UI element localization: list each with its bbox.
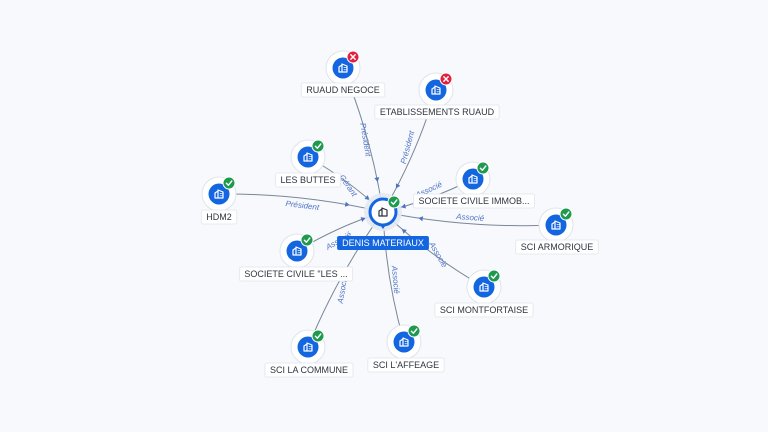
nodes-layer: RUAUD NEGOCE ETABLISSEMENTS RUAUD LES BUTT… (200, 50, 599, 378)
building-icon (303, 342, 313, 352)
node-core (297, 146, 319, 168)
node-etablissements-ruaud[interactable]: ETABLISSEMENTS RUAUD (374, 72, 500, 120)
building-icon (551, 220, 561, 230)
node-core (425, 79, 447, 101)
node-label-text: LES BUTTES (280, 175, 335, 185)
edge-arrow (395, 183, 401, 189)
node-label: ETABLISSEMENTS RUAUD (374, 104, 500, 120)
node-societe-civile-les[interactable]: SOCIETE CIVILE "LES ... (238, 233, 354, 282)
node-label-text: SCI LA COMMUNE (270, 365, 348, 375)
building-icon (431, 85, 441, 95)
node-label-text: RUAUD NEGOCE (306, 85, 380, 95)
edge-label: Associé (455, 212, 485, 223)
node-societe-civile-immob[interactable]: SOCIETE CIVILE IMMOB... (413, 161, 535, 209)
node-label-text: SCI MONTFORTAISE (440, 305, 528, 315)
status-active-icon (387, 195, 401, 209)
status-active-icon (559, 207, 573, 221)
edge-arrow (418, 216, 424, 222)
node-core (332, 57, 354, 79)
node-label-text: ETABLISSEMENTS RUAUD (380, 107, 495, 117)
node-sci-la-commune[interactable]: SCI LA COMMUNE (264, 329, 354, 378)
node-sci-laffeage[interactable]: SCI L'AFFEAGE (367, 324, 445, 373)
node-ruaud-negoce[interactable]: RUAUD NEGOCE (300, 50, 386, 98)
center-node[interactable]: DENIS MATERIAUX (337, 193, 429, 250)
node-label: SOCIETE CIVILE "LES ... (238, 266, 354, 282)
node-label: RUAUD NEGOCE (300, 82, 386, 98)
node-core (473, 276, 495, 298)
node-label-text: SOCIETE CIVILE "LES ... (244, 269, 347, 279)
center-label-text: DENIS MATERIAUX (342, 238, 424, 248)
edge-arrow (401, 228, 407, 234)
building-icon (292, 246, 302, 256)
building-icon (479, 282, 489, 292)
status-active-icon (407, 324, 421, 338)
node-core (462, 168, 484, 190)
node-label-text: HDM2 (206, 212, 232, 222)
edge-label: Associé (427, 240, 450, 270)
status-closed-icon (439, 72, 453, 86)
building-icon (399, 337, 409, 347)
edge-sci-laffeage: Associé (382, 211, 405, 343)
status-active-icon (487, 269, 501, 283)
node-label-text: SCI L'AFFEAGE (373, 360, 439, 370)
node-label-text: SOCIETE CIVILE IMMOB... (418, 196, 529, 206)
node-sci-armorique[interactable]: SCI ARMORIQUE (515, 207, 599, 255)
building-icon (468, 174, 478, 184)
node-label-text: SCI ARMORIQUE (521, 242, 594, 252)
node-label: SOCIETE CIVILE IMMOB... (413, 193, 535, 209)
node-label: LES BUTTES (275, 172, 341, 188)
edge-sci-armorique: Associé (382, 211, 557, 227)
node-core (208, 183, 230, 205)
status-active-icon (311, 329, 325, 343)
node-les-buttes[interactable]: LES BUTTES (275, 139, 341, 188)
status-active-icon (222, 176, 236, 190)
node-sci-montfortaise[interactable]: SCI MONTFORTAISE (434, 269, 534, 318)
edge-arrow (374, 177, 380, 182)
edge-label: Président (358, 122, 373, 158)
node-label: SCI MONTFORTAISE (434, 302, 534, 318)
edge-arrow (344, 201, 350, 207)
edge-arrow (360, 217, 366, 222)
building-icon (214, 189, 224, 199)
edge-label: Président (399, 129, 417, 165)
edge-arrow (401, 203, 407, 209)
edge-arrow (364, 195, 370, 201)
node-label: HDM2 (200, 209, 238, 225)
status-active-icon (476, 161, 490, 175)
node-label: SCI L'AFFEAGE (367, 357, 445, 373)
node-label: SCI ARMORIQUE (515, 239, 599, 255)
node-core (393, 331, 415, 353)
building-icon (303, 152, 313, 162)
node-core (545, 214, 567, 236)
edge-label: Associé (390, 264, 402, 294)
center-label: DENIS MATERIAUX (337, 236, 429, 250)
status-closed-icon (346, 50, 360, 64)
status-active-icon (300, 233, 314, 247)
building-icon (378, 207, 388, 217)
edge-label: Président (285, 199, 320, 212)
status-active-icon (311, 139, 325, 153)
edge-hdm2: Président (218, 193, 384, 213)
building-icon (338, 63, 348, 73)
node-hdm2[interactable]: HDM2 (200, 176, 238, 225)
node-core (286, 240, 308, 262)
node-core (297, 336, 319, 358)
node-label: SCI LA COMMUNE (264, 362, 354, 378)
